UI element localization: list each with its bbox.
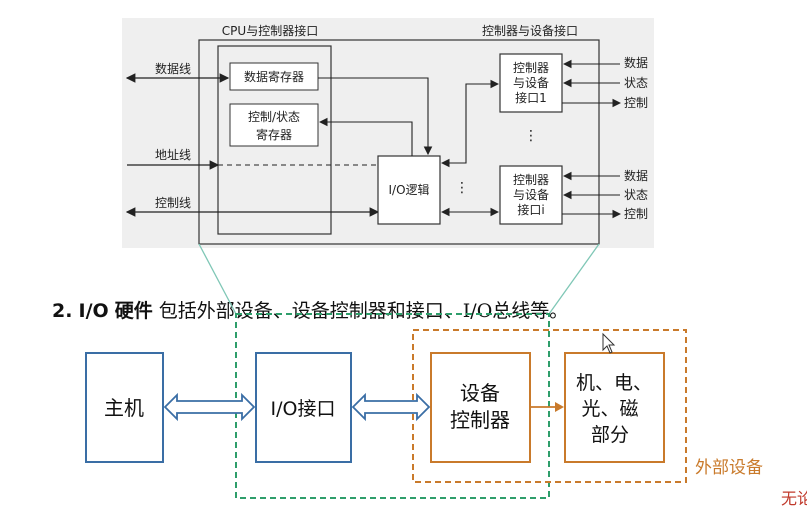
- io-logic-label: I/O逻辑: [388, 183, 429, 197]
- device-interface-label: 控制器与设备接口: [482, 23, 578, 38]
- parts-label-1: 机、电、: [576, 372, 652, 394]
- heading-io: I/O: [78, 300, 109, 322]
- ctrl-dev-interface-i-line1: 控制器: [513, 173, 549, 187]
- io-logic-box: [377, 155, 441, 225]
- io-interface-structure-diagram: CPU与控制器接口 控制器与设备接口 数据寄存器 控制/状态 寄存器 数据线 地…: [122, 18, 654, 248]
- ctrl-dev-interface-i-line3: 接口i: [517, 202, 544, 217]
- cpu-interface-label: CPU与控制器接口: [222, 23, 318, 38]
- host-io-double-arrow: [163, 392, 256, 422]
- signal-data-i: 数据: [624, 168, 648, 183]
- data-reg-to-io-logic: [318, 77, 433, 156]
- device-controller-label-1: 设备: [460, 381, 500, 405]
- io-logic-to-status-reg: [318, 117, 413, 156]
- cut-off-text: 无论: [781, 489, 807, 506]
- address-line-label: 地址线: [155, 148, 191, 162]
- ellipsis-vertical-2: ⋮: [455, 180, 469, 196]
- external-device-label: 外部设备: [695, 458, 763, 478]
- interface-frame: [198, 39, 600, 245]
- external-device-region: [412, 329, 687, 483]
- control-status-register-box: [229, 103, 319, 147]
- control-status-register-label-1: 控制/状态: [248, 110, 300, 124]
- parts-label-2: 光、磁: [581, 398, 638, 420]
- ctrl-dev-interface-i-line2: 与设备: [513, 188, 549, 202]
- io-interface-box: [255, 352, 352, 463]
- signal-control-i: 控制: [624, 207, 648, 221]
- heading-description: 包括外部设备、设备控制器和接口、I/O总线等。: [158, 300, 569, 322]
- device-controller-label-2: 控制器: [450, 408, 510, 432]
- signal-data-1: 数据: [624, 55, 648, 70]
- controller-to-parts-arrowhead: [555, 402, 564, 412]
- section-heading: 2. I/O 硬件 包括外部设备、设备控制器和接口、I/O总线等。: [52, 296, 568, 323]
- io-controller-double-arrow: [351, 392, 431, 422]
- register-block: [217, 45, 332, 235]
- heading-hardware: 硬件: [114, 300, 153, 322]
- io-interface-label: I/O接口: [271, 398, 336, 420]
- signal-status-1: 状态: [624, 76, 648, 90]
- io-interface-region: [235, 313, 550, 499]
- ctrl-dev-interface-1-line1: 控制器: [513, 61, 549, 75]
- host-label: 主机: [104, 396, 144, 420]
- control-line-label: 控制线: [155, 196, 191, 210]
- host-box: [85, 352, 164, 463]
- signal-status-i: 状态: [624, 188, 648, 202]
- data-line-label: 数据线: [155, 61, 191, 76]
- device-controller-box: [430, 352, 531, 463]
- ellipsis-vertical-1: ⋮: [524, 128, 538, 144]
- parts-label-3: 部分: [591, 424, 629, 446]
- io-logic-to-interface-1: [440, 79, 500, 168]
- ctrl-dev-interface-1-line3: 接口1: [515, 90, 547, 105]
- data-register-box: [229, 62, 319, 91]
- ctrl-dev-interface-1-line2: 与设备: [513, 76, 549, 90]
- parts-box: [564, 352, 665, 463]
- mouse-cursor-icon: [602, 332, 616, 354]
- control-status-register-label-2: 寄存器: [256, 127, 292, 142]
- data-register-label: 数据寄存器: [244, 69, 304, 84]
- signal-control-1: 控制: [624, 96, 648, 110]
- ctrl-dev-interface-i-box: [499, 165, 563, 225]
- ctrl-dev-interface-1-box: [499, 53, 563, 113]
- heading-number: 2.: [52, 300, 73, 322]
